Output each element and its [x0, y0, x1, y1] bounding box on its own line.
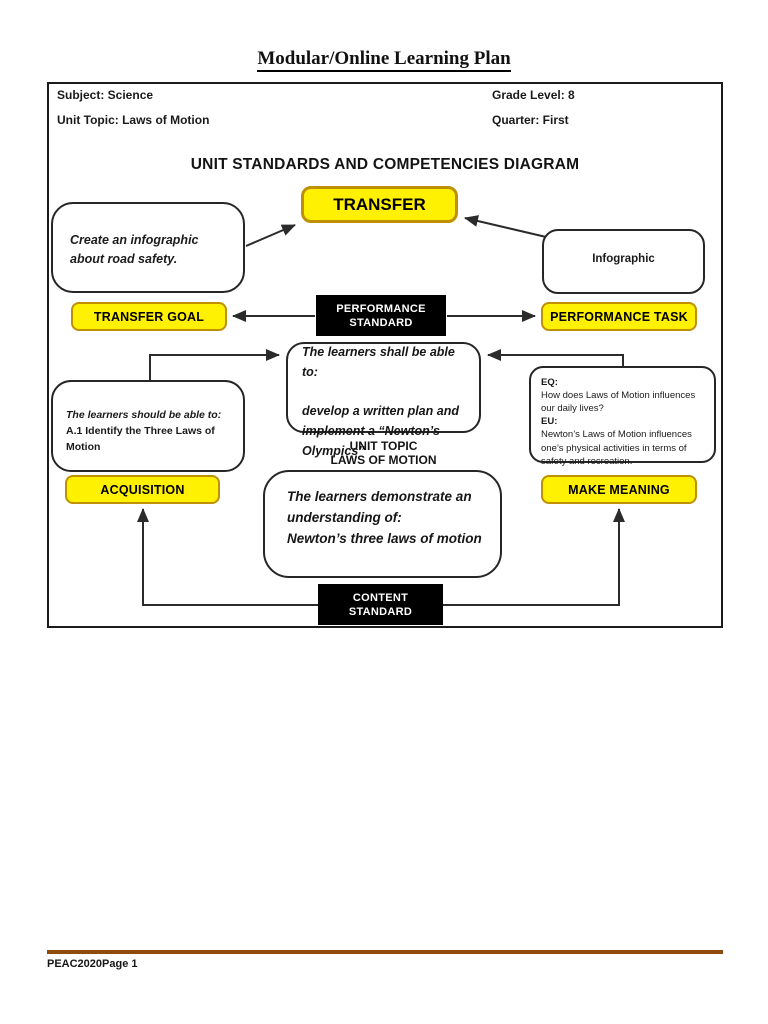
- footer-text: PEAC2020Page 1: [47, 958, 138, 970]
- eq-label: EQ:: [541, 377, 558, 388]
- eq-eu-note-text: EQ: How does Laws of Motion influences o…: [541, 376, 710, 468]
- content-standard-line2: STANDARD: [348, 605, 413, 618]
- acquisition-note-body: A.1 Identify the Three Laws of Motion: [66, 424, 215, 453]
- performance-standard-note-body: develop a written plan and implement a “…: [302, 404, 459, 458]
- performance-standard-note-intro: The learners shall be able to:: [302, 345, 455, 379]
- performance-standard-node: PERFORMANCE STANDARD: [316, 295, 446, 336]
- acquisition-badge-label: ACQUISITION: [100, 482, 185, 497]
- connector-should-to-shall: [149, 349, 280, 380]
- performance-task-note-box: Infographic: [542, 229, 705, 294]
- performance-standard-note-text: The learners shall be able to: develop a…: [302, 342, 472, 461]
- footer-rule: [47, 950, 723, 954]
- eq-text: How does Laws of Motion influences our d…: [541, 390, 696, 415]
- performance-standard-note-box: The learners shall be able to: develop a…: [286, 342, 481, 458]
- performance-task-note-text: Infographic: [592, 252, 655, 265]
- make-meaning-badge: MAKE MEANING: [541, 475, 697, 504]
- grade-level-label: Grade Level: 8: [492, 88, 575, 102]
- content-standard-line1: CONTENT: [352, 591, 409, 604]
- quarter-label: Quarter: First: [492, 113, 569, 127]
- transfer-goal-note-text: Create an infographic about road safety.: [70, 233, 199, 267]
- unit-topic-caption-line2: LAWS OF MOTION: [330, 453, 437, 467]
- acquisition-note-box: The learners should be able to: A.1 Iden…: [51, 380, 245, 472]
- acquisition-note-intro: The learners should be able to:: [66, 409, 222, 421]
- transfer-goal-badge-label: TRANSFER GOAL: [93, 309, 205, 324]
- performance-task-badge-label: PERFORMANCE TASK: [550, 309, 688, 324]
- unit-topic-caption-line1: UNIT TOPIC: [349, 439, 418, 453]
- connector-eq-to-shall: [487, 349, 624, 366]
- acquisition-note-text: The learners should be able to: A.1 Iden…: [66, 408, 238, 455]
- arrow-create-to-transfer: [245, 224, 296, 247]
- subject-label: Subject: Science: [57, 88, 154, 102]
- page-title: Modular/Online Learning Plan: [0, 48, 768, 72]
- content-standard-note-text: The learners demonstrate an understandin…: [287, 487, 487, 550]
- content-standard-node: CONTENT STANDARD: [318, 584, 443, 625]
- transfer-node: TRANSFER: [301, 186, 458, 223]
- performance-standard-line2: STANDARD: [349, 316, 413, 329]
- unit-topic-caption: UNIT TOPIC LAWS OF MOTION: [286, 439, 481, 467]
- acquisition-badge: ACQUISITION: [65, 475, 220, 504]
- performance-task-badge: PERFORMANCE TASK: [541, 302, 697, 331]
- performance-standard-line1: PERFORMANCE: [336, 302, 426, 315]
- plan-frame: Subject: Science Grade Level: 8 Unit Top…: [47, 82, 723, 628]
- transfer-goal-badge: TRANSFER GOAL: [71, 302, 227, 331]
- make-meaning-badge-label: MAKE MEANING: [568, 482, 670, 497]
- eq-eu-note-box: EQ: How does Laws of Motion influences o…: [529, 366, 716, 467]
- transfer-node-label: TRANSFER: [333, 194, 426, 214]
- transfer-goal-note-box: Create an infographic about road safety.: [51, 202, 245, 293]
- content-standard-note-box: The learners demonstrate an understandin…: [263, 470, 502, 578]
- eu-label: EU:: [541, 416, 558, 428]
- eu-text: Newton’s Laws of Motion influences one’s…: [541, 429, 692, 467]
- page-title-text: Modular/Online Learning Plan: [257, 48, 511, 72]
- content-standard-note-body: Newton’s three laws of motion: [287, 530, 482, 546]
- diagram-heading: UNIT STANDARDS AND COMPETENCIES DIAGRAM: [190, 156, 580, 173]
- content-standard-note-intro: The learners demonstrate an understandin…: [287, 489, 472, 525]
- unit-topic-label: Unit Topic: Laws of Motion: [57, 113, 210, 127]
